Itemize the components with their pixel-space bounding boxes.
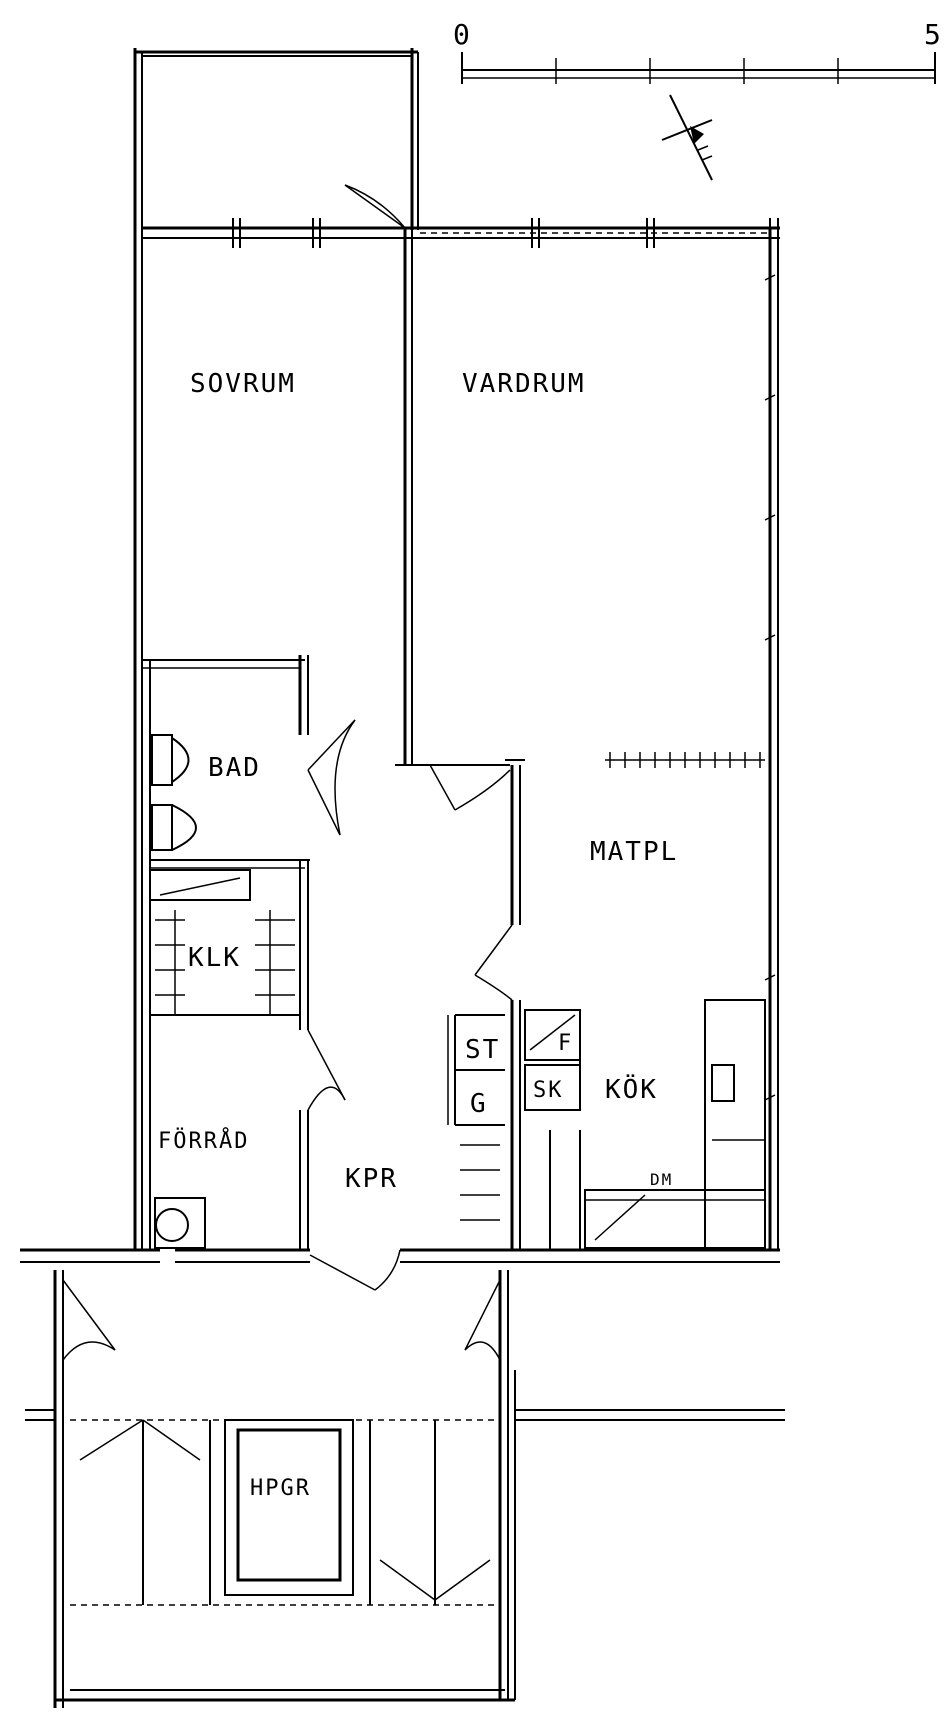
north-arrow-icon <box>661 94 713 181</box>
cabinet-column: ST G <box>447 1014 505 1221</box>
scale-end-label: 5 <box>924 18 943 51</box>
apartment-bottom-wall: KPR <box>20 1164 780 1291</box>
sink-icon <box>151 804 197 851</box>
room-label-f: F <box>558 1031 573 1056</box>
room-label-st: ST <box>465 1035 500 1065</box>
room-label-forrad: FÖRRÅD <box>158 1127 249 1154</box>
room-label-g: G <box>470 1089 488 1119</box>
exterior-wall-left <box>133 228 305 1250</box>
exterior-wall-top <box>142 184 780 248</box>
kitchen-partition <box>429 759 525 1250</box>
storage-room: FÖRRÅD <box>154 1110 309 1250</box>
room-label-dm: DM <box>650 1170 673 1189</box>
room-label-kok: KÖK <box>605 1073 658 1105</box>
room-label-hpgr: HPGR <box>250 1476 311 1501</box>
walk-in-closet: KLK <box>149 860 346 1111</box>
dining-divider <box>605 752 765 768</box>
exterior-wall-right <box>764 228 779 1250</box>
room-label-sovrum: SOVRUM <box>190 369 296 399</box>
room-label-klk: KLK <box>188 943 241 973</box>
scale-start-label: 0 <box>453 18 472 51</box>
room-label-vardrum: VARDRUM <box>462 369 586 399</box>
room-label-matpl: MATPL <box>590 837 678 867</box>
scale-bar: 0 5 <box>453 18 943 84</box>
room-label-bad: BAD <box>208 753 261 783</box>
balcony-top <box>133 48 419 230</box>
kitchen-fittings: F SK DM KÖK <box>524 999 766 1251</box>
stairwell: HPGR <box>25 1270 785 1708</box>
room-label-kpr: KPR <box>345 1164 398 1194</box>
partition-bedroom-living <box>395 228 430 766</box>
room-label-sk: SK <box>533 1078 564 1103</box>
bathroom: BAD <box>150 655 356 869</box>
toilet-icon <box>151 734 190 786</box>
